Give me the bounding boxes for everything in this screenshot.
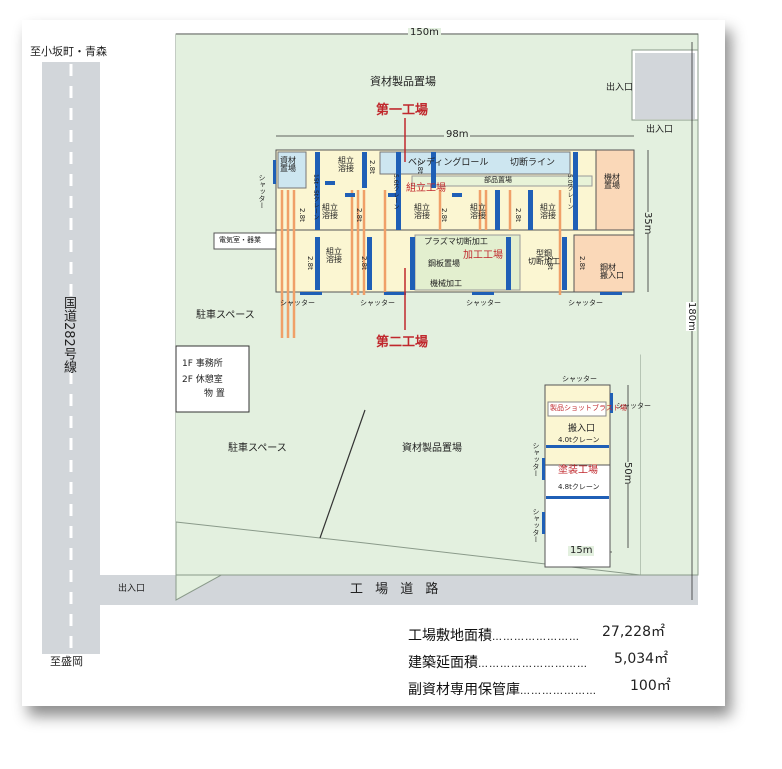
factory2-label: 第二工場: [376, 335, 429, 350]
entrance-left-label: 出入口: [118, 584, 146, 594]
crane-28-e: 2.8t: [514, 208, 522, 222]
block-parts: 部品置場: [484, 176, 512, 184]
block-cutting-line: 切断ライン: [510, 158, 556, 168]
legend-dots: …………………………: [478, 659, 588, 670]
parking-bottom-label: 駐車スペース: [228, 443, 287, 454]
machine-yard-block: [595, 149, 635, 231]
crane-28-c: 2.8t: [355, 208, 363, 222]
to-south-label: 至盛岡: [50, 655, 83, 668]
electric-room: [213, 232, 277, 250]
crane-bars: [315, 152, 578, 290]
crane-rails: [280, 190, 562, 338]
crane-28-a: 2.8t: [368, 160, 376, 174]
storage-top-label: 資材製品置場: [370, 75, 436, 88]
crane-28-f: 2.8t: [416, 160, 424, 174]
to-north-label: 至小坂町・青森: [30, 45, 107, 58]
block-assembly-shop: 組立工場: [406, 183, 446, 194]
entrance-right-label: 出入口: [606, 83, 634, 93]
block-material-yard: 資材 置場: [280, 156, 296, 173]
legend-row-1: 工場敷地面積……………………: [408, 625, 580, 645]
electric-room-label: 電気室・器業: [219, 236, 261, 244]
shutter-marks: [273, 160, 622, 295]
block-assembly-5: 組立 溶接: [540, 203, 556, 220]
shutter-paint-top: シャッター: [562, 375, 597, 383]
factory1-label: 第一工場: [376, 103, 429, 118]
crane-28-g: 2.8t: [306, 256, 314, 270]
crane-56-label: 5.6tクレーン: [392, 174, 399, 210]
block-assembly-6: 組立 溶接: [326, 247, 342, 264]
dim-35-label: 35m: [642, 212, 653, 235]
legend-label: 建築延面積: [408, 655, 478, 671]
crane-28-d: 2.8t: [440, 208, 448, 222]
block-machining: 機械加工: [430, 279, 462, 288]
crane-15-label: 15t・5tクレーン: [312, 174, 319, 221]
shutter-1: シャッター: [280, 299, 315, 307]
block-shape-cut: 型鋼 切断加工: [528, 249, 560, 266]
dim-150-label: 150m: [408, 27, 441, 38]
shutter-paint-right: シャッター: [616, 402, 651, 410]
crane-4t-label: 4.0tクレーン: [558, 436, 600, 444]
block-plate: 鋼板置場: [428, 259, 460, 268]
block-assembly-2: 組立 溶接: [322, 203, 338, 220]
office-1f: 1F 事務所: [182, 359, 223, 369]
crane-48t-label: 4.8tクレーン: [558, 483, 600, 491]
parking-top-label: 駐車スペース: [196, 310, 255, 321]
block-bending: ベンディングロール: [408, 158, 489, 168]
route-label: 国道282号線: [61, 296, 76, 373]
block-assembly-1: 組立 溶接: [338, 156, 354, 173]
block-assembly-3: 組立 溶接: [414, 203, 430, 220]
office-building: [175, 345, 250, 413]
block-machine-yard: 機材 置場: [604, 173, 620, 190]
shutter-paint-left1: シャッター: [532, 442, 540, 477]
crane-28-h: 2.8t: [360, 256, 368, 270]
legend-dots: ……………………: [492, 632, 580, 643]
legend-value: 5,034㎡: [614, 651, 669, 667]
legend-value: 100㎡: [630, 678, 671, 694]
block-process-shop: 加工工場: [463, 250, 503, 261]
factory-road-label: 工 場 道 路: [350, 582, 443, 597]
block-steel-in: 鋼材 搬入口: [600, 263, 624, 280]
office-store: 物 置: [204, 389, 225, 399]
legend-label: 工場敷地面積: [408, 628, 492, 644]
office-2f: 2F 休憩室: [182, 375, 223, 385]
storage-bottom-label: 資材製品置場: [402, 443, 462, 454]
crane-28-i: 2.8t: [546, 256, 554, 270]
entrance-right2-label: 出入口: [646, 125, 674, 135]
crane-28-j: 2.8t: [578, 256, 586, 270]
shutter-4: シャッター: [568, 299, 603, 307]
shutter-2: シャッター: [360, 299, 395, 307]
paint-shop-label: 塗装工場: [558, 465, 598, 476]
dim-180-label: 180m: [686, 302, 697, 331]
legend-row-3: 副資材専用保管庫…………………: [408, 679, 597, 699]
legend-label: 副資材専用保管庫: [408, 682, 520, 698]
legend-row-2: 建築延面積…………………………: [408, 652, 588, 672]
carry-in-label: 搬入口: [568, 424, 596, 434]
dim-98-label: 98m: [444, 129, 471, 140]
dim-15-label: 15m: [568, 545, 595, 556]
legend-value: 27,228㎡: [602, 624, 665, 640]
crane-50-label: 5.0tクレーン: [566, 174, 573, 210]
blast-label: 製品ショットブラスト場: [550, 404, 627, 412]
dim-50-label: 50m: [622, 462, 633, 485]
block-assembly-4: 組立 溶接: [470, 203, 486, 220]
crane-28-b: 2.8t: [298, 208, 306, 222]
parking-divider: [319, 409, 366, 539]
shutter-paint-left2: シャッター: [532, 508, 540, 543]
legend-dots: …………………: [520, 686, 597, 697]
shutter-left: シャッター: [258, 174, 266, 209]
shutter-3: シャッター: [466, 299, 501, 307]
block-plasma: プラズマ切断加工: [424, 237, 488, 246]
